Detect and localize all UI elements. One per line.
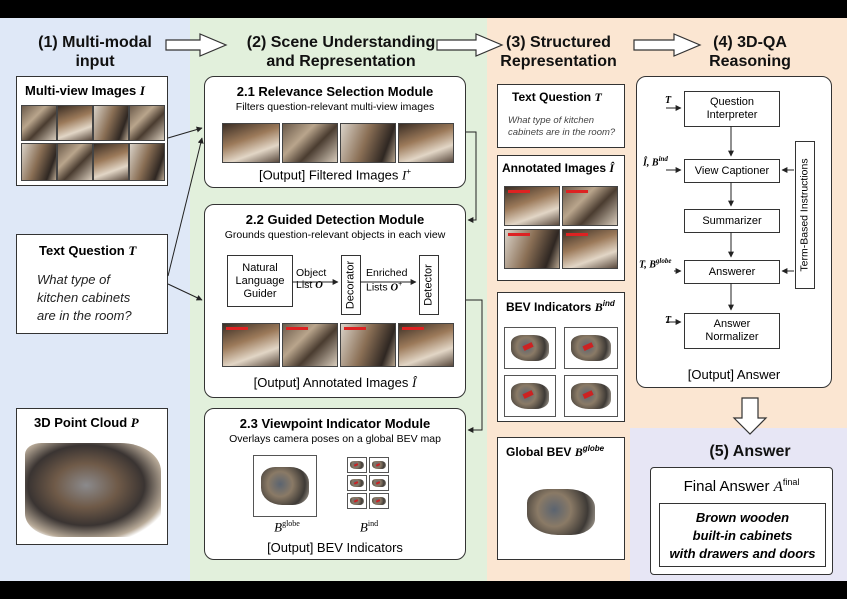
bev-indicator bbox=[347, 475, 367, 491]
stage-5-header: (5) Answer bbox=[709, 443, 791, 460]
module22-desc: Grounds question-relevant objects in eac… bbox=[224, 229, 446, 241]
structured-global-bev: Global BEV Bglobe bbox=[497, 437, 625, 560]
input-vc: Î, Bind bbox=[643, 155, 668, 169]
bev-indicator bbox=[347, 493, 367, 509]
multiview-image bbox=[93, 105, 129, 141]
summarizer: Summarizer bbox=[684, 209, 780, 233]
input-t-question: T bbox=[665, 95, 672, 106]
input-ans: T, Bglobe bbox=[639, 257, 672, 271]
viewpoint-indicator-module: 2.3 Viewpoint Indicator Module Overlays … bbox=[204, 408, 466, 560]
point-cloud-image bbox=[25, 443, 161, 537]
decorator-module: Decorator bbox=[341, 255, 361, 315]
guided-detection-module: 2.2 Guided Detection Module Grounds ques… bbox=[204, 204, 466, 398]
enriched-lists-label: Enriched Lists O+ bbox=[366, 267, 408, 294]
annotated-image bbox=[282, 323, 338, 367]
reasoning-output: [Output] Answer bbox=[687, 367, 781, 382]
structured-gbev-title: Global BEV Bglobe bbox=[506, 444, 605, 459]
relevance-selection-module: 2.1 Relevance Selection Module Filters q… bbox=[204, 76, 466, 188]
view-captioner: View Captioner bbox=[684, 159, 780, 183]
annotated-image bbox=[340, 323, 396, 367]
term-based-instructions: Term-Based Instructions bbox=[795, 141, 815, 289]
structured-bev-indicator bbox=[504, 375, 556, 417]
bev-indicator bbox=[369, 457, 389, 473]
global-bev-map bbox=[253, 455, 317, 517]
object-list-label: Object List O bbox=[296, 267, 327, 291]
point-cloud-title: 3D Point Cloud P bbox=[34, 415, 139, 430]
multiview-image bbox=[129, 143, 165, 181]
bind-label: Bind bbox=[359, 519, 379, 535]
structured-ai-title: Annotated Images Î bbox=[502, 161, 615, 175]
multiview-images-title: Multi-view Images I bbox=[25, 83, 145, 98]
final-answer-label: Final Answer Afinal bbox=[683, 477, 800, 495]
text-question-title: Text Question T bbox=[39, 243, 137, 258]
module22-output: [Output] Annotated Images Î bbox=[253, 375, 417, 390]
filtered-image bbox=[340, 123, 396, 163]
filtered-image bbox=[222, 123, 280, 163]
structured-bev-indicator bbox=[564, 327, 618, 369]
bev-indicator bbox=[347, 457, 367, 473]
point-cloud-box: 3D Point Cloud P bbox=[16, 408, 168, 545]
multiview-image bbox=[21, 143, 57, 181]
structured-bev-indicator bbox=[564, 375, 618, 417]
module23-desc: Overlays camera poses on a global BEV ma… bbox=[229, 433, 441, 445]
structured-annotated-images: Annotated Images Î bbox=[497, 155, 625, 281]
structured-global-bev-map bbox=[516, 476, 606, 548]
multiview-image bbox=[57, 105, 93, 141]
structured-annotated-image bbox=[504, 186, 560, 226]
module23-title: 2.3 Viewpoint Indicator Module bbox=[239, 416, 431, 431]
input-t-normalizer: T bbox=[665, 315, 672, 326]
bev-indicator bbox=[369, 493, 389, 509]
structured-bev-indicator bbox=[504, 327, 556, 369]
multiview-image bbox=[57, 143, 93, 181]
bglobe-label: Bglobe bbox=[274, 519, 300, 535]
structured-bev-indicators: BEV Indicators Bind bbox=[497, 292, 625, 422]
filtered-image bbox=[398, 123, 454, 163]
structured-bev-title: BEV Indicators Bind bbox=[506, 299, 615, 314]
multiview-image bbox=[93, 143, 129, 181]
module21-output: [Output] Filtered Images I+ bbox=[258, 167, 412, 183]
multiview-image bbox=[21, 105, 57, 141]
structured-annotated-image bbox=[504, 229, 560, 269]
module22-title: 2.2 Guided Detection Module bbox=[245, 212, 425, 227]
structured-annotated-image bbox=[562, 229, 618, 269]
text-question-box: Text Question T What type of kitchen cab… bbox=[16, 234, 168, 334]
structured-tq-title: Text Question T bbox=[512, 90, 602, 104]
text-question-text: What type of kitchen cabinets are in the… bbox=[37, 272, 132, 323]
answerer: Answerer bbox=[684, 260, 780, 284]
multiview-image bbox=[129, 105, 165, 141]
annotated-image bbox=[222, 323, 280, 367]
module21-desc: Filters question-relevant multi-view ima… bbox=[235, 101, 435, 113]
bev-indicator bbox=[369, 475, 389, 491]
detector-module: Detector bbox=[419, 255, 439, 315]
multiview-images-box: Multi-view Images I bbox=[16, 76, 168, 186]
module23-output: [Output] BEV Indicators bbox=[267, 540, 403, 555]
module21-title: 2.1 Relevance Selection Module bbox=[236, 84, 434, 99]
filtered-image bbox=[282, 123, 338, 163]
structured-annotated-image bbox=[562, 186, 618, 226]
annotated-image bbox=[398, 323, 454, 367]
